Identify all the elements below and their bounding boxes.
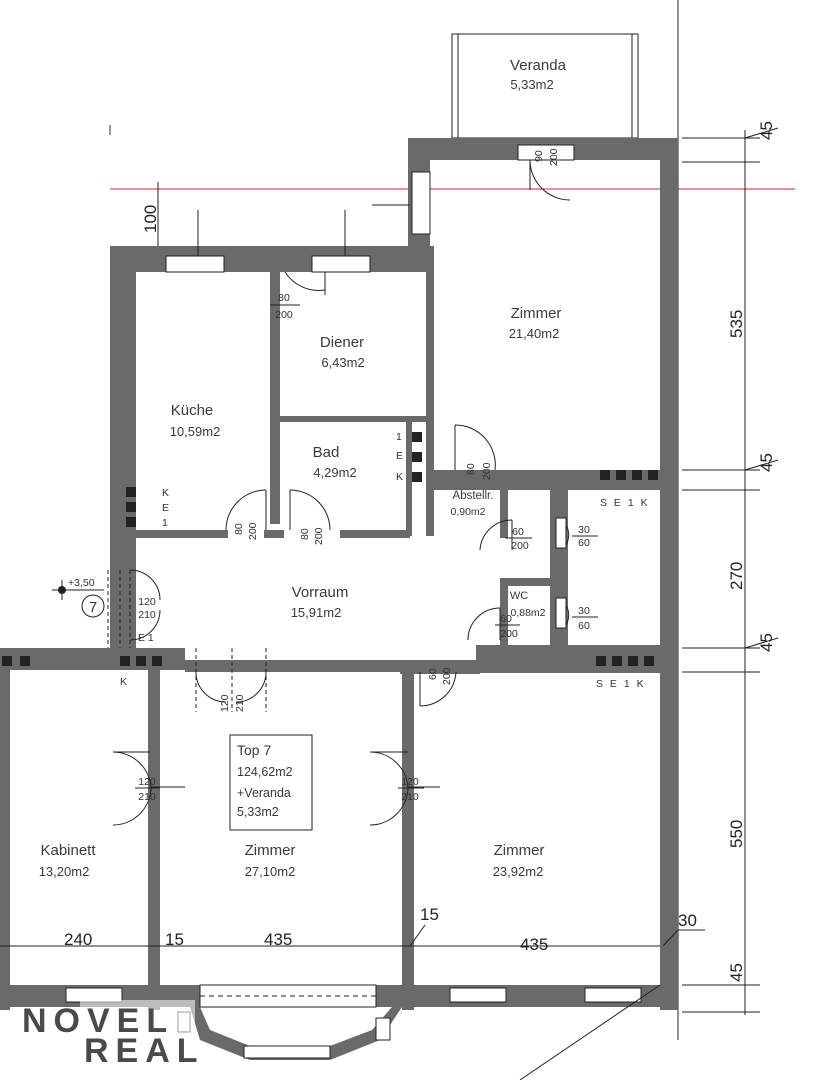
room-area-zimmer-mid: 27,10m2 (245, 864, 296, 879)
door-kueche-h: 200 (247, 522, 259, 540)
shaft-bad-k: K (396, 471, 403, 483)
shaft-entry: E 1 (138, 632, 154, 644)
room-area-abstellr: 0,90m2 (450, 506, 485, 518)
room-name-abstellr: Abstellr. (453, 490, 494, 502)
room-area-kabinett: 13,20m2 (39, 864, 90, 879)
door-wc-w: 60 (500, 613, 512, 625)
room-name-zimmer-right: Zimmer (494, 842, 545, 859)
shaft2-h: 60 (578, 620, 590, 632)
dim-top-offset: 100 (141, 205, 160, 233)
dim-right-6: 45 (727, 963, 746, 982)
entry-door (107, 570, 267, 712)
dim-right-4: 45 (757, 633, 776, 652)
door-diener-w: 80 (278, 292, 290, 304)
summary-box (229, 734, 313, 831)
door-zright-h: 210 (401, 791, 419, 803)
door-bad-h: 200 (313, 527, 325, 545)
door-zright-w: 120 (401, 776, 419, 788)
door-zmid-h: 210 (234, 694, 246, 712)
room-name-wc: WC (510, 590, 528, 602)
marker-level: +3,50 (68, 577, 95, 589)
dim-15b: 15 (420, 905, 439, 924)
shaft-kueche-e: E (162, 502, 169, 514)
marker-number: 7 (89, 599, 97, 616)
logo: NOVEL REAL (22, 1000, 205, 1070)
room-area-bad: 4,29m2 (313, 465, 356, 480)
shaft-kueche-1: 1 (162, 517, 168, 529)
room-name-vorraum: Vorraum (292, 584, 349, 601)
door-veranda-w: 90 (533, 150, 545, 162)
level-marker (52, 580, 105, 618)
logo-line1: NOVEL (22, 1002, 174, 1040)
door-kueche-w: 80 (233, 523, 245, 535)
summary-extra: +Veranda (237, 786, 291, 800)
windows (65, 144, 642, 1059)
room-area-diener: 6,43m2 (321, 355, 364, 370)
door-entry-w: 120 (138, 596, 156, 608)
dim-right-1: 535 (727, 310, 746, 338)
dim-right-2: 45 (757, 453, 776, 472)
dim-15a: 15 (165, 930, 184, 949)
shaft2-w: 30 (578, 605, 590, 617)
room-area-wc: 0,88m2 (510, 607, 545, 619)
door-zimmer-w: 80 (465, 463, 477, 475)
door-abst-h: 200 (511, 540, 529, 552)
dim-435b: 435 (520, 935, 548, 954)
summary-area: 124,62m2 (237, 765, 293, 779)
shaft-kab-k: K (120, 676, 127, 688)
summary-extra-area: 5,33m2 (237, 805, 279, 819)
door-kab-w: 120 (138, 776, 156, 788)
door-zimmer-h: 200 (481, 462, 493, 480)
shaft1-h: 60 (578, 537, 590, 549)
room-name-bad: Bad (313, 444, 340, 461)
shaft-bad-1: 1 (396, 431, 402, 443)
door-diener-h: 200 (275, 309, 293, 321)
door-entry-h: 210 (138, 609, 156, 621)
door-kab-h: 210 (138, 791, 156, 803)
shaft-letters: K E 1 1 E K S E 1 K S E 1 K E 1 K (120, 431, 650, 690)
shaft-right-top: S E 1 K (600, 497, 650, 509)
door-zright-top-w: 60 (427, 668, 439, 680)
room-area-vorraum: 15,91m2 (291, 605, 342, 620)
door-wc-h: 200 (500, 628, 518, 640)
room-name-kabinett: Kabinett (40, 842, 96, 859)
dim-240: 240 (64, 930, 92, 949)
door-zright-top-h: 200 (441, 667, 453, 685)
shaft-boxes (2, 432, 658, 666)
shaft-kueche-k: K (162, 487, 169, 499)
shaft-right-bottom: S E 1 K (596, 678, 646, 690)
shaft1-w: 30 (578, 524, 590, 536)
door-abst-w: 60 (512, 526, 524, 538)
room-area-veranda: 5,33m2 (510, 77, 553, 92)
dim-right-3: 270 (727, 562, 746, 590)
summary-unit: Top 7 (237, 742, 271, 758)
room-name-zimmer-mid: Zimmer (245, 842, 296, 859)
dimension-lines (0, 127, 779, 1080)
door-bad-w: 80 (299, 528, 311, 540)
shaft-bad-e: E (396, 450, 403, 462)
room-area-kueche: 10,59m2 (170, 424, 221, 439)
room-area-zimmer-right: 23,92m2 (493, 864, 544, 879)
dim-right-0: 45 (757, 121, 776, 140)
room-name-kueche: Küche (171, 402, 214, 419)
room-area-zimmer-top: 21,40m2 (509, 326, 560, 341)
room-name-zimmer-top: Zimmer (511, 305, 562, 322)
dim-30: 30 (678, 911, 697, 930)
logo-line2: REAL (84, 1032, 205, 1070)
door-labels: 90 200 80 200 80 200 80 200 80 200 60 20… (135, 148, 598, 803)
door-veranda-h: 200 (548, 148, 560, 166)
dim-right-5: 550 (727, 820, 746, 848)
dimension-texts: 45 535 45 270 45 550 45 100 240 15 435 1… (64, 121, 776, 982)
dim-435a: 435 (264, 930, 292, 949)
room-name-diener: Diener (320, 334, 364, 351)
door-zmid-w: 120 (219, 694, 231, 712)
room-name-veranda: Veranda (510, 57, 567, 74)
